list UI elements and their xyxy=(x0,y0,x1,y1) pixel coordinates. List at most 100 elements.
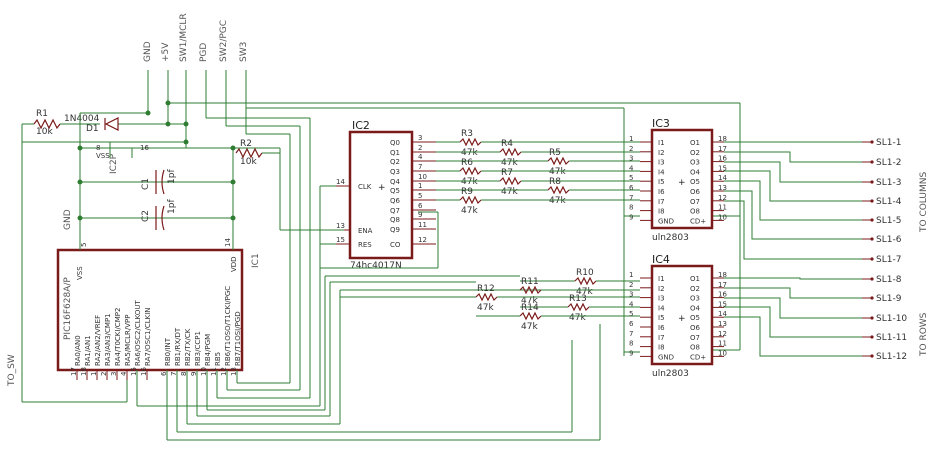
connector-label: SL1-2 xyxy=(876,158,901,168)
ic1-right-pin-num: 9 xyxy=(190,372,198,376)
uln-output-num: 12 xyxy=(718,330,727,338)
ic1-right-pins: RB0/INT6RB1/RX/DT7RB2/TX/CK8RB3/CCP19RB4… xyxy=(160,286,242,380)
ic1-vdd: VDD xyxy=(230,256,238,272)
ic2-power-pins: 8 16 VSS IC2P xyxy=(96,142,149,174)
uln-output-label: O7 xyxy=(690,334,700,342)
resistor-body xyxy=(459,195,482,205)
ic1-right-pin-num: 7 xyxy=(170,372,178,376)
connector-dot xyxy=(870,354,874,358)
uln-output-num: 17 xyxy=(718,281,727,289)
uln-input-label: GND xyxy=(658,353,674,361)
ic1-left-pin-num: 17 xyxy=(70,367,78,376)
ic1-right-pin-num: 11 xyxy=(210,367,218,376)
uln-input-num: 5 xyxy=(629,174,633,182)
ic2-output-num: 7 xyxy=(418,163,422,171)
resistor-value: 47k xyxy=(501,158,518,168)
connector-dot xyxy=(870,277,874,281)
d1-name: D1 xyxy=(86,124,99,134)
uln-output-label: O8 xyxy=(690,208,700,216)
ic2-output-num: 9 xyxy=(418,211,422,219)
c1-value: 1pf xyxy=(167,169,177,184)
ic1-pin14: 14 xyxy=(224,238,232,247)
uln-output-label: O4 xyxy=(690,168,701,176)
uln-output-num: 14 xyxy=(718,174,727,182)
resistor-name: R9 xyxy=(461,187,473,197)
ic1-left-pin-label: RA1/AN1 xyxy=(84,335,92,366)
uln-input-num: 1 xyxy=(629,135,633,143)
uln-input-label: I2 xyxy=(658,149,665,157)
uln-output-num: 16 xyxy=(718,155,727,163)
capacitor-c1: C1 1pf xyxy=(141,169,177,195)
resistor-body xyxy=(459,166,482,176)
uln-input-num: 3 xyxy=(629,291,633,299)
uln-input-label: I7 xyxy=(658,198,665,206)
connector-label: SL1-6 xyxy=(876,235,902,245)
resistor-name: R7 xyxy=(501,168,513,178)
connector-label: SL1-8 xyxy=(876,275,902,285)
resistor-name: R4 xyxy=(501,139,513,149)
c1-name: C1 xyxy=(141,178,151,190)
ic2-output-num: 12 xyxy=(418,236,427,244)
ic1-right-pin-num: 6 xyxy=(160,371,168,376)
ic2p-name: IC2P xyxy=(109,153,119,174)
uln-input-num: 6 xyxy=(629,184,634,192)
uln-output-label: O6 xyxy=(690,188,701,196)
uln-input-num: 5 xyxy=(629,310,633,318)
ic1-right-pin-label: RB2/TX/CK xyxy=(184,328,192,366)
connector-dot xyxy=(870,335,874,339)
resistor-value: 47k xyxy=(461,177,478,187)
uln-input-label: I8 xyxy=(658,208,665,216)
uln-output-label: O7 xyxy=(690,198,700,206)
d1-value: 1N4004 xyxy=(64,114,100,124)
power-labels: GND +5V SW1/MCLR PGD SW2/PGC SW3 xyxy=(143,13,249,62)
ic2-input-label: RES xyxy=(358,241,372,249)
uln-input-label: I3 xyxy=(658,295,665,303)
sw1-mclr-label: SW1/MCLR xyxy=(179,13,189,62)
capacitor-c2: C2 1pf xyxy=(141,199,177,231)
to-columns-label: TO COLUMNS xyxy=(919,172,929,233)
ic2-output-label: Q0 xyxy=(390,139,400,147)
ic4-plus-mark: + xyxy=(678,314,686,324)
ic4-name: IC4 xyxy=(652,253,670,266)
uln-input-label: I3 xyxy=(658,159,665,167)
resistor-body xyxy=(547,156,570,166)
uln-input-num: 8 xyxy=(629,340,633,348)
uln-output-num: 11 xyxy=(718,340,727,348)
uln-output-num: 18 xyxy=(718,271,727,279)
output-wire xyxy=(724,200,868,260)
ic1-right-pin-label: RB5 xyxy=(214,352,222,366)
uln-input-num: 4 xyxy=(629,164,634,172)
ic1-left-pin-num: 16 xyxy=(140,367,148,376)
r2-value: 10k xyxy=(240,157,257,167)
uln-input-num: 3 xyxy=(629,155,633,163)
resistor-name: R14 xyxy=(521,303,539,313)
resistor-body xyxy=(574,276,597,286)
ic1-right-pin-num: 13 xyxy=(230,367,238,376)
uln-output-num: 18 xyxy=(718,135,727,143)
ic2-input-num: 14 xyxy=(336,178,345,186)
ic1-pin5: 5 xyxy=(80,243,88,247)
ic1-right-pin-label: RB1/RX/DT xyxy=(174,327,182,366)
resistor-name: R8 xyxy=(549,177,561,187)
ic1-vss: VSS xyxy=(76,266,84,280)
resistor-value: 47k xyxy=(521,322,538,332)
uln-output-label: O6 xyxy=(690,324,701,332)
ic2-output-label: Q2 xyxy=(390,158,400,166)
output-wire xyxy=(724,161,868,183)
uln-input-label: I4 xyxy=(658,304,665,312)
uln-output-label: O1 xyxy=(690,139,700,147)
ic2p-pin8: 8 xyxy=(96,144,100,152)
uln-input-label: I8 xyxy=(658,344,665,352)
vcc-label: +5V xyxy=(161,42,171,62)
ic2-output-label: Q6 xyxy=(390,197,401,205)
ic1-right-pin-num: 8 xyxy=(180,372,188,376)
to-rows-label: TO ROWS xyxy=(919,312,929,357)
output-wires xyxy=(724,141,868,357)
uln-output-num: 12 xyxy=(718,194,727,202)
ic1-left-pin-label: RA0/AN0 xyxy=(74,335,82,366)
gnd-label: GND xyxy=(143,41,153,62)
top-bus-wires xyxy=(80,70,741,398)
uln-output-num: 14 xyxy=(718,310,727,318)
